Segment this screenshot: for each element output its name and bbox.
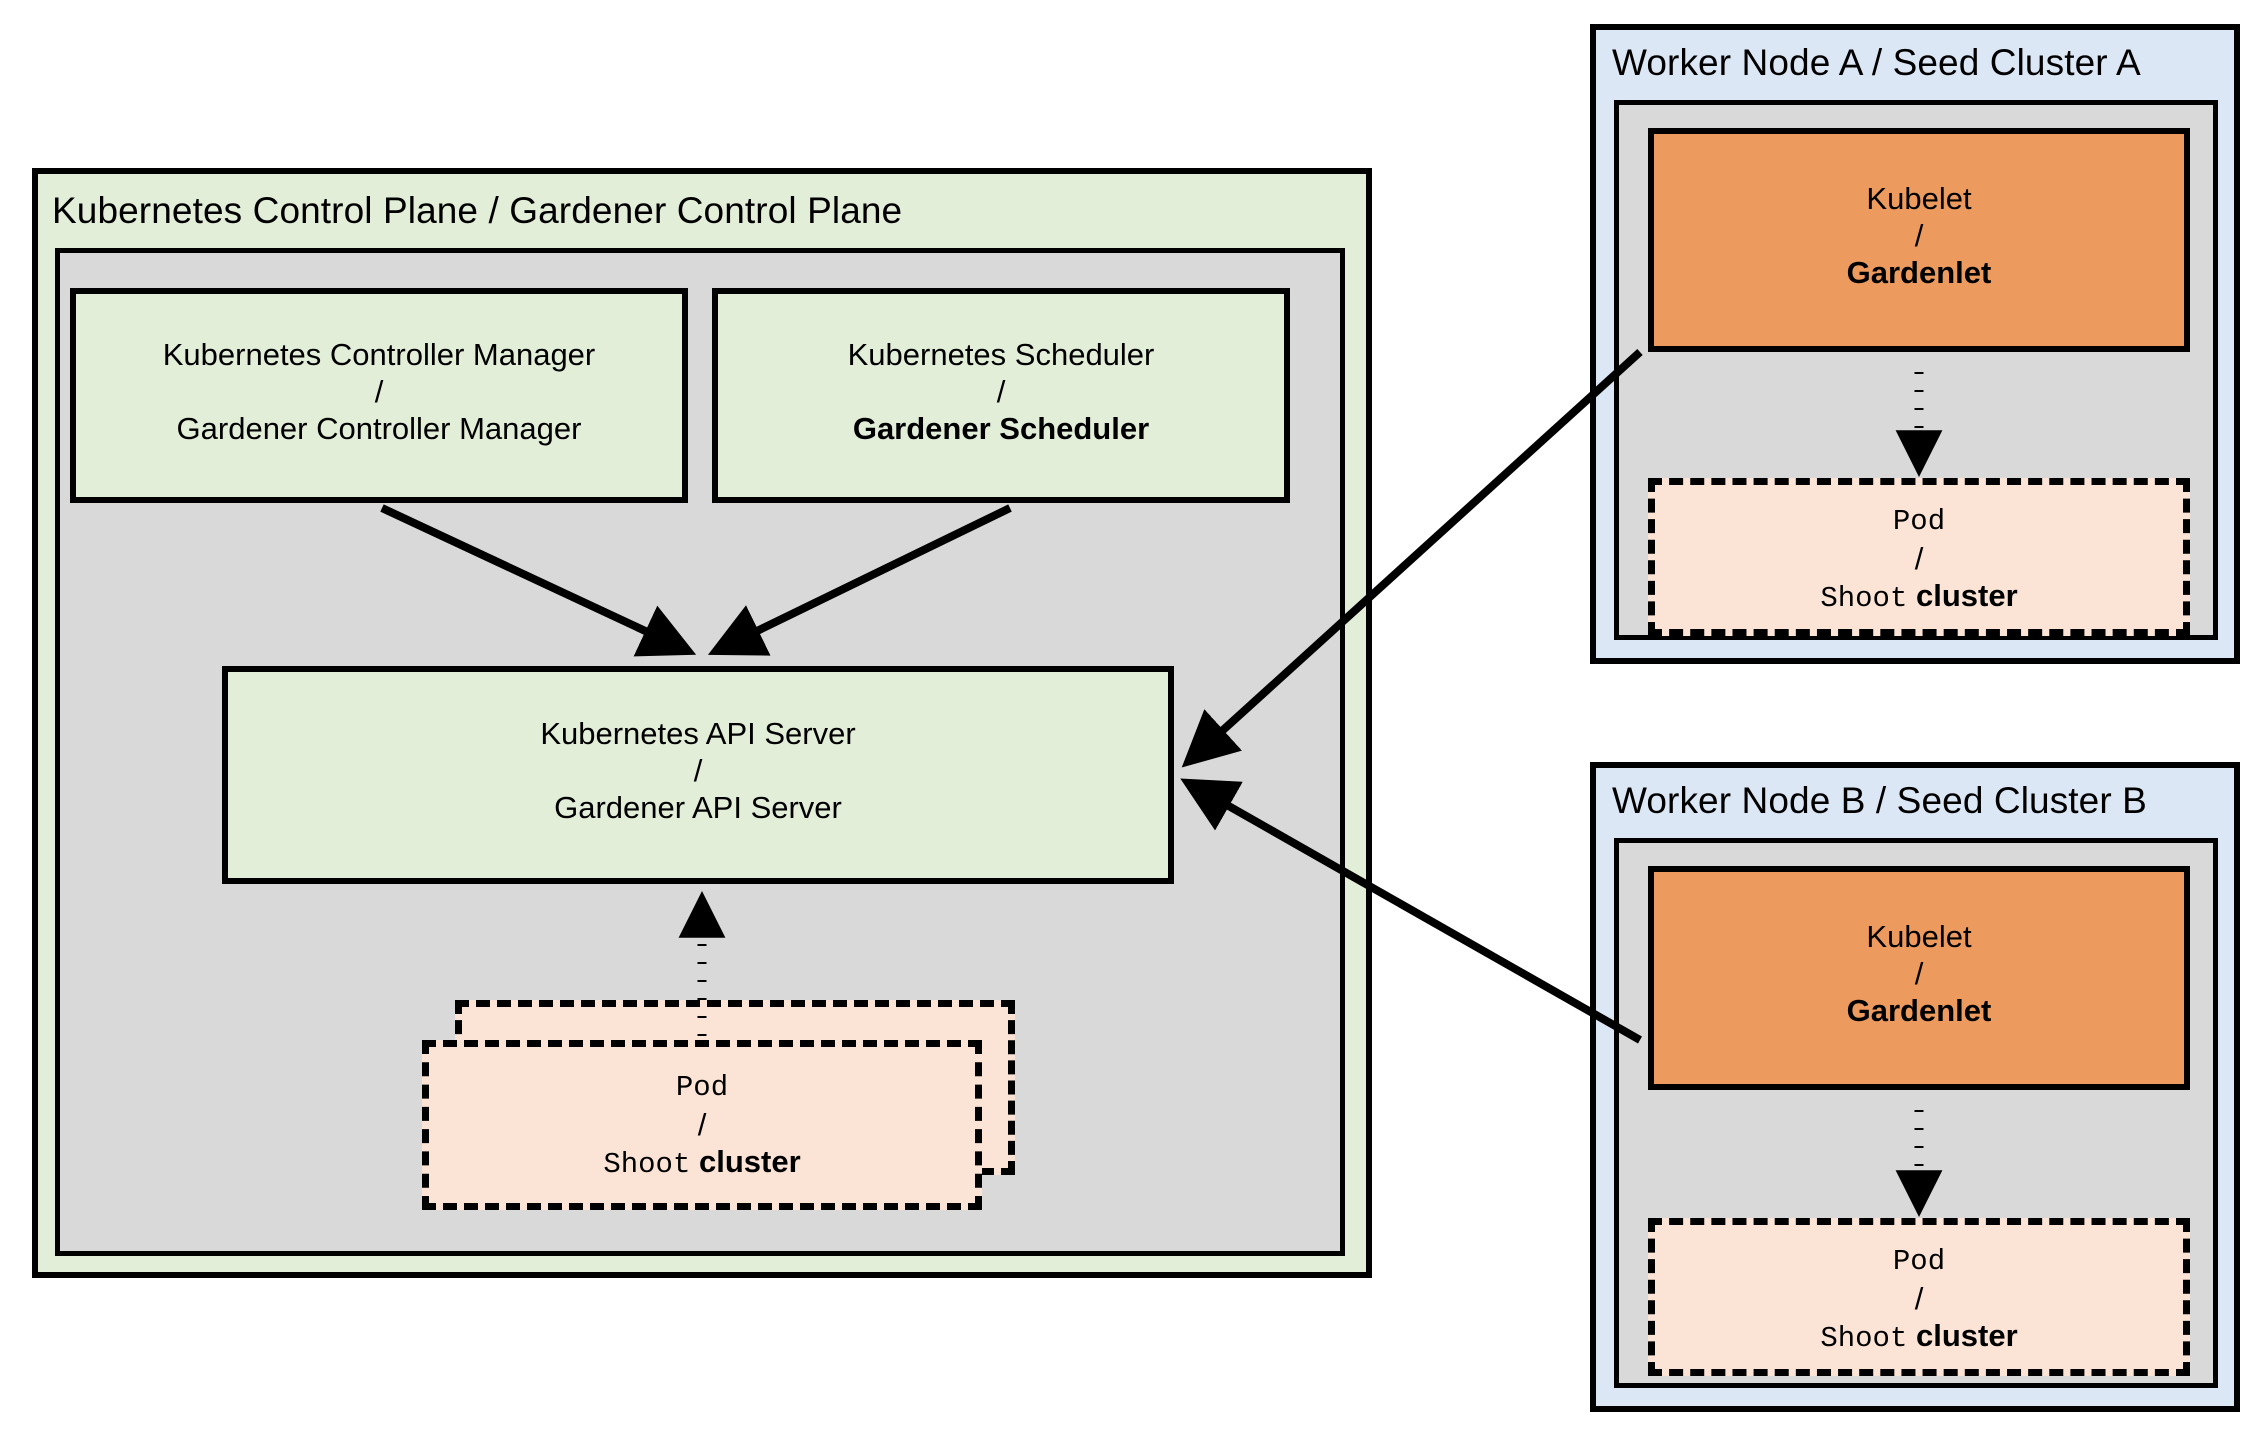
control-plane-title: Kubernetes Control Plane / Gardener Cont…: [52, 190, 903, 231]
seed-cluster-b-pod-label: Pod / Shoot cluster: [1655, 1245, 2183, 1357]
seed-cluster-b-pod-line-1: Pod: [1892, 1245, 1946, 1278]
seed-cluster-a-kubelet-separator: /: [1914, 218, 1924, 254]
control-plane-pod-line-2: Shoot cluster: [429, 1143, 975, 1183]
seed-cluster-a-kubelet-label: Kubelet / Gardenlet: [1654, 180, 2184, 292]
api-server-line-2: Gardener API Server: [554, 790, 842, 826]
controller-manager-label: Kubernetes Controller Manager / Gardener…: [76, 336, 682, 448]
seed-cluster-b-kubelet-box[interactable]: Kubelet / Gardenlet: [1648, 866, 2190, 1090]
scheduler-separator: /: [996, 374, 1006, 410]
seed-cluster-b-kubelet-label: Kubelet / Gardenlet: [1654, 918, 2184, 1030]
seed-cluster-a-pod-box[interactable]: Pod / Shoot cluster: [1648, 478, 2190, 636]
seed-cluster-b-title: Worker Node B / Seed Cluster B: [1612, 780, 2147, 821]
controller-manager-separator: /: [374, 374, 384, 410]
scheduler-box[interactable]: Kubernetes Scheduler / Gardener Schedule…: [712, 288, 1290, 503]
seed-cluster-b-kubelet-separator: /: [1914, 956, 1924, 992]
seed-cluster-a-pod-line-2-mono: Shoot: [1820, 581, 1908, 615]
seed-cluster-a-pod-label: Pod / Shoot cluster: [1655, 505, 2183, 617]
seed-cluster-a-kubelet-line-2: Gardenlet: [1846, 255, 1992, 291]
api-server-box[interactable]: Kubernetes API Server / Gardener API Ser…: [222, 666, 1174, 884]
seed-cluster-a-pod-line-1: Pod: [1892, 505, 1946, 538]
seed-cluster-a-kubelet-line-1: Kubelet: [1866, 181, 1972, 216]
seed-cluster-a-pod-line-2: Shoot cluster: [1655, 577, 2183, 617]
api-server-label: Kubernetes API Server / Gardener API Ser…: [228, 715, 1168, 827]
controller-manager-line-1: Kubernetes Controller Manager: [162, 337, 596, 372]
api-server-line-1: Kubernetes API Server: [540, 716, 856, 751]
seed-cluster-b-pod-line-2-bold: cluster: [1907, 1317, 2018, 1353]
controller-manager-box[interactable]: Kubernetes Controller Manager / Gardener…: [70, 288, 688, 503]
seed-cluster-b-pod-line-2: Shoot cluster: [1655, 1317, 2183, 1357]
scheduler-label: Kubernetes Scheduler / Gardener Schedule…: [718, 336, 1284, 448]
control-plane-pod-line-1: Pod: [675, 1071, 729, 1104]
seed-cluster-b-pod-separator: /: [1914, 1280, 1924, 1316]
seed-cluster-a-kubelet-box[interactable]: Kubelet / Gardenlet: [1648, 128, 2190, 352]
controller-manager-line-2: Gardener Controller Manager: [176, 411, 582, 447]
seed-cluster-a-pod-separator: /: [1914, 540, 1924, 576]
scheduler-line-1: Kubernetes Scheduler: [847, 337, 1155, 372]
seed-cluster-b-pod-box[interactable]: Pod / Shoot cluster: [1648, 1218, 2190, 1376]
control-plane-pod-line-2-mono: Shoot: [603, 1147, 691, 1181]
control-plane-pod-label: Pod / Shoot cluster: [429, 1071, 975, 1183]
seed-cluster-a-pod-line-2-bold: cluster: [1907, 577, 2018, 613]
control-plane-pod-line-2-bold: cluster: [690, 1143, 801, 1179]
control-plane-pod-box[interactable]: Pod / Shoot cluster: [422, 1040, 982, 1210]
seed-cluster-b-kubelet-line-1: Kubelet: [1866, 919, 1972, 954]
api-server-separator: /: [693, 753, 703, 789]
scheduler-line-2: Gardener Scheduler: [852, 411, 1150, 447]
seed-cluster-b-pod-line-2-mono: Shoot: [1820, 1321, 1908, 1355]
control-plane-pod-separator: /: [697, 1106, 707, 1142]
seed-cluster-a-title: Worker Node A / Seed Cluster A: [1612, 42, 2141, 83]
seed-cluster-b-kubelet-line-2: Gardenlet: [1846, 993, 1992, 1029]
